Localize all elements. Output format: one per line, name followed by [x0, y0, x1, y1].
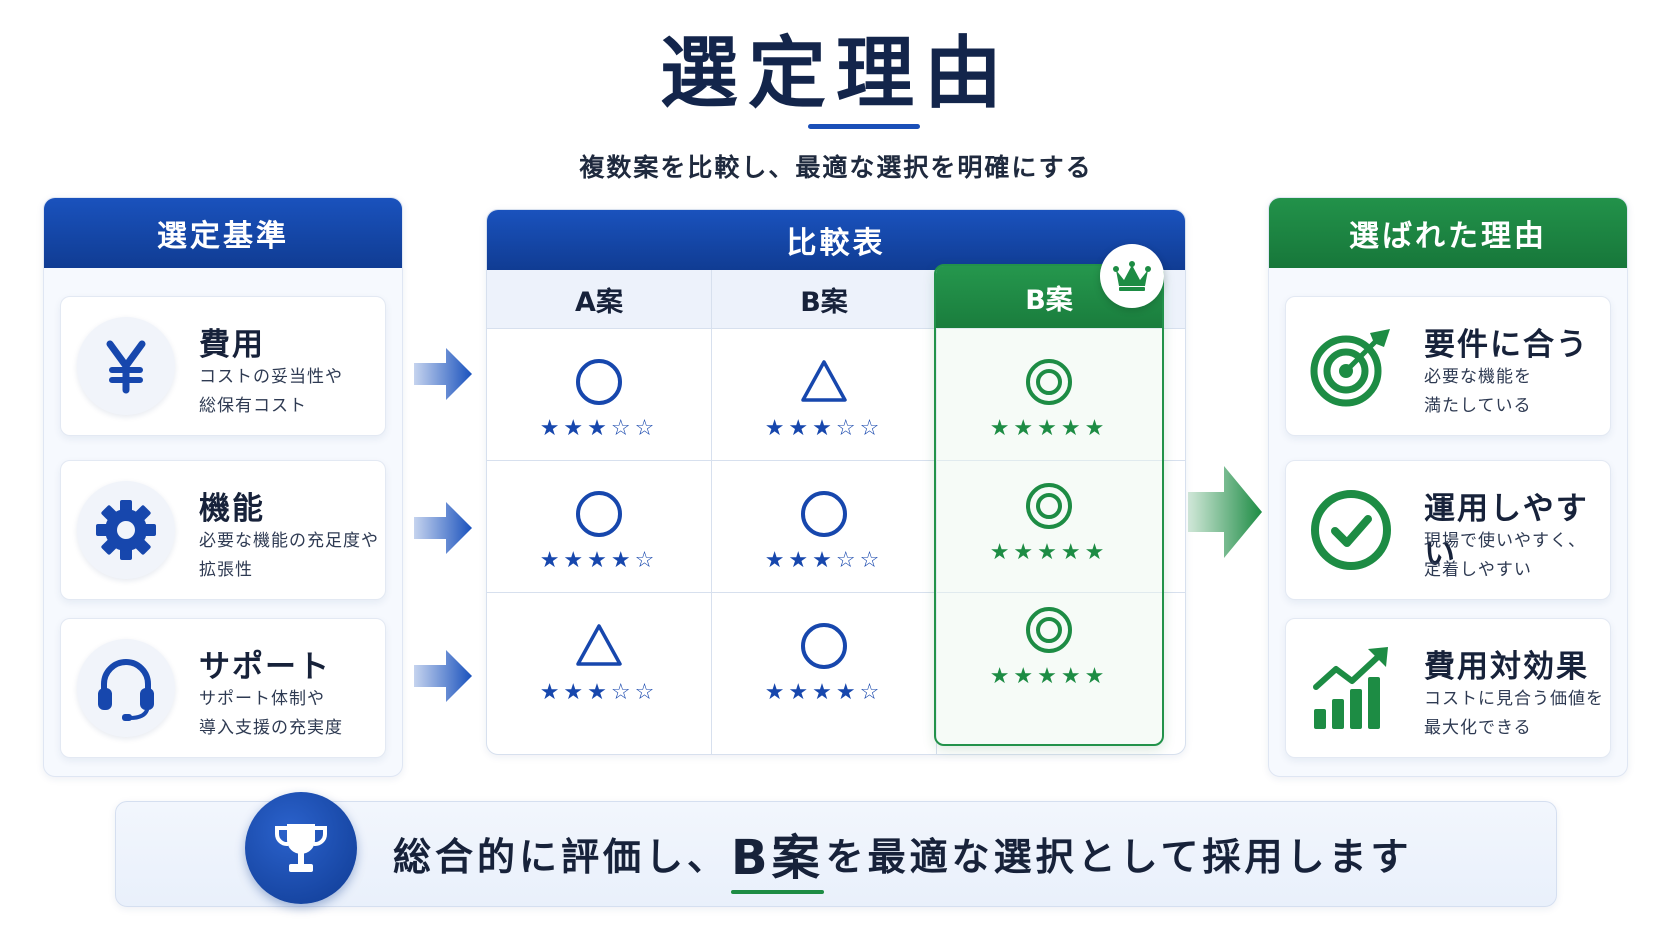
rating-mark [1026, 483, 1072, 529]
star-rating: ★★★★★ [989, 540, 1109, 565]
rating-mark [801, 623, 847, 669]
rating-mark [1026, 359, 1072, 405]
reason-desc-usability: 現場で使いやすく、 定着しやすい [1424, 531, 1586, 580]
reason-card-usability: 運用しやすい 現場で使いやすく、 定着しやすい [1285, 460, 1611, 600]
criteria-desc-support: サポート体制や 導入支援の充実度 [199, 689, 343, 738]
criteria-desc-function: 必要な機能の充足度や 拡張性 [199, 531, 379, 580]
column-divider [936, 270, 937, 754]
conclusion-text-before: 総合的に評価し、 [393, 834, 730, 879]
rating-mark [1026, 607, 1072, 653]
reason-card-cost-effectiveness: 費用対効果 コストに見合う価値を 最大化できる [1285, 618, 1611, 758]
star-rating: ★★★★☆ [539, 548, 659, 573]
reasons-panel: 選ばれた理由 要件に合う 必要な機能を 満たしている 運用しやすい 現場で使いや… [1268, 197, 1628, 777]
criteria-header: 選定基準 [44, 198, 402, 268]
conclusion-highlight-label: B案 [731, 830, 824, 886]
arrow-right-icon [414, 502, 472, 554]
check-circle-icon [1308, 487, 1394, 577]
conclusion-text-after: を最適な選択として採用します [825, 834, 1413, 879]
conclusion-highlight: B案 [731, 818, 824, 894]
criteria-title-function: 機能 [199, 491, 265, 527]
headset-icon [77, 639, 175, 737]
conclusion-text: 総合的に評価し、 B案 を最適な選択として採用します [393, 825, 1413, 894]
row-divider [487, 460, 1185, 461]
reason-desc-cost-effectiveness: コストに見合う価値を 最大化できる [1424, 689, 1604, 738]
reason-title-usability: 運用しやすい [1424, 491, 1589, 572]
comparison-header: 比較表 [487, 210, 1185, 270]
page-subtitle: 複数案を比較し、最適な選択を明確にする [579, 153, 1093, 182]
title-underline [808, 124, 920, 129]
reason-card-requirements: 要件に合う 必要な機能を 満たしている [1285, 296, 1611, 436]
comparison-cell: ★★★☆☆ [487, 328, 711, 460]
criteria-title-cost: 費用 [199, 327, 265, 363]
chosen-column: B案 ★★★★★★★★★★★★★★★ [934, 264, 1164, 746]
star-rating: ★★★★★ [989, 416, 1109, 441]
comparison-cell: ★★★★☆ [712, 592, 936, 724]
page-title: 選定理由 [659, 29, 1012, 119]
row-divider [487, 592, 1185, 593]
arrow-right-icon [1188, 466, 1262, 558]
crown-icon [1100, 244, 1164, 308]
comparison-cell-chosen: ★★★★★ [937, 576, 1161, 708]
column-divider [711, 270, 712, 754]
rating-mark [576, 624, 622, 666]
yen-icon [77, 317, 175, 415]
arrow-right-icon [414, 348, 472, 400]
column-header-a: A案 [487, 270, 711, 329]
column-header-b: B案 [712, 270, 936, 329]
target-icon [1308, 325, 1392, 413]
comparison-cell: ★★★☆☆ [712, 460, 936, 592]
growth-chart-icon [1308, 643, 1394, 737]
star-rating: ★★★☆☆ [539, 416, 659, 441]
gear-icon [77, 481, 175, 579]
rating-mark [576, 491, 622, 537]
rating-mark [801, 360, 847, 402]
criteria-card-cost: 費用 コストの妥当性や 総保有コスト [60, 296, 386, 436]
star-rating: ★★★☆☆ [539, 680, 659, 705]
criteria-desc-cost: コストの妥当性や 総保有コスト [199, 367, 343, 416]
reasons-header: 選ばれた理由 [1269, 198, 1627, 268]
reason-desc-requirements: 必要な機能を 満たしている [1424, 367, 1532, 416]
reason-title-cost-effectiveness: 費用対効果 [1424, 649, 1589, 685]
trophy-icon [245, 792, 357, 904]
comparison-cell-chosen: ★★★★★ [937, 328, 1161, 460]
comparison-cell: ★★★★☆ [487, 460, 711, 592]
highlight-underline [731, 890, 824, 894]
criteria-card-support: サポート サポート体制や 導入支援の充実度 [60, 618, 386, 758]
star-rating: ★★★☆☆ [764, 416, 884, 441]
star-rating: ★★★★★ [989, 664, 1109, 689]
comparison-cell-chosen: ★★★★★ [937, 452, 1161, 584]
arrow-right-icon [414, 650, 472, 702]
rating-mark [801, 491, 847, 537]
comparison-cell: ★★★☆☆ [712, 328, 936, 460]
star-rating: ★★★☆☆ [764, 548, 884, 573]
reason-title-requirements: 要件に合う [1424, 327, 1589, 363]
criteria-title-support: サポート [199, 649, 331, 685]
rating-mark [576, 359, 622, 405]
criteria-card-function: 機能 必要な機能の充足度や 拡張性 [60, 460, 386, 600]
criteria-panel: 選定基準 費用 コストの妥当性や 総保有コスト [43, 197, 403, 777]
comparison-cell: ★★★☆☆ [487, 592, 711, 724]
star-rating: ★★★★☆ [764, 680, 884, 705]
